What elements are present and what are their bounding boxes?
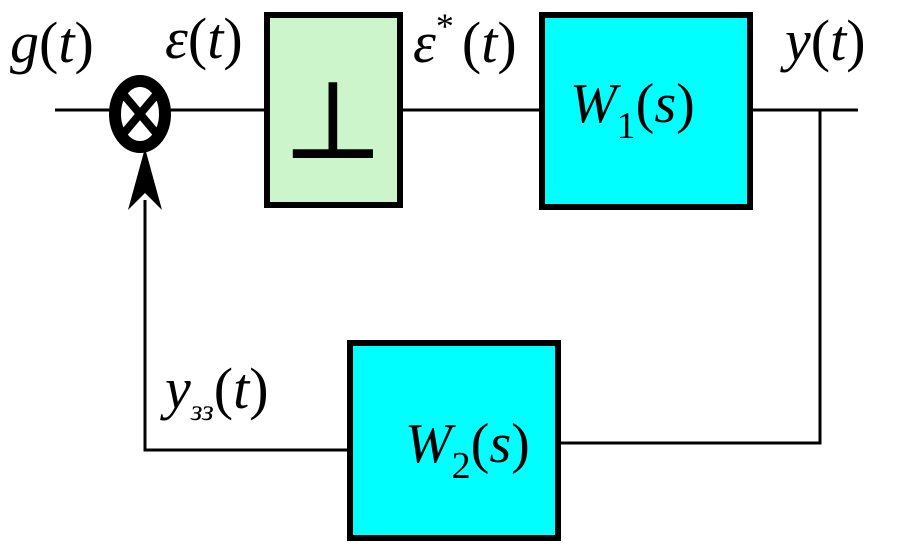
- error-signal-arg: t: [207, 6, 225, 71]
- summing-junction: [109, 75, 171, 153]
- feedback-signal-arg: t: [233, 356, 251, 421]
- feedback-transfer-open-paren: (: [471, 413, 490, 475]
- feedback-transfer-close-paren: ): [511, 413, 530, 475]
- forward-transfer-close-paren: ): [676, 73, 695, 135]
- output-signal-open-paren: (: [811, 8, 830, 73]
- output-feedback-line: [560, 110, 822, 445]
- sampled-error-signal-superscript: *: [436, 6, 454, 46]
- feedback-return-line: [143, 200, 350, 452]
- output-signal-label: y(t): [780, 8, 866, 73]
- impulse-symbol: ⊥: [281, 60, 384, 182]
- feedback-transfer-box: [347, 340, 561, 541]
- forward-transfer-arg: s: [654, 73, 676, 135]
- feedback-signal-open-paren: (: [214, 356, 233, 421]
- input-signal-open-paren: (: [39, 10, 58, 75]
- impulse-element-box: [264, 12, 403, 208]
- feedback-transfer-subscript: 2: [452, 445, 471, 487]
- input-signal-label: g(t): [10, 10, 94, 75]
- feedback-transfer-name: W: [405, 413, 456, 475]
- forward-transfer-name: W: [570, 73, 621, 135]
- output-signal-close-paren: ): [846, 8, 865, 73]
- input-signal-arg: t: [58, 10, 76, 75]
- forward-transfer-label: W1(s): [570, 73, 695, 147]
- sampled-error-signal-arg: t: [481, 10, 499, 75]
- feedback-transfer-block: W2(s): [347, 340, 561, 541]
- forward-transfer-block: W1(s): [539, 12, 753, 210]
- signal-lines: [55, 108, 858, 452]
- feedback-signal-close-paren: ): [249, 356, 268, 421]
- feedback-signal-subscript: зз: [190, 394, 214, 427]
- forward-transfer-subscript: 1: [617, 105, 636, 147]
- input-signal-close-paren: ): [74, 10, 93, 75]
- feedback-signal-label: yзз(t): [160, 356, 269, 427]
- sampled-error-signal-close-paren: ): [497, 10, 516, 75]
- feedback-transfer-arg: s: [489, 413, 511, 475]
- output-signal-arg: t: [830, 8, 848, 73]
- sampled-error-signal-name: ε: [413, 10, 436, 75]
- impulse-element-block: ⊥: [264, 12, 403, 208]
- sampled-error-signal-open-paren: (: [462, 10, 481, 75]
- forward-transfer-open-paren: (: [636, 73, 655, 135]
- error-signal-close-paren: ): [223, 6, 242, 71]
- feedback-transfer-label: W2(s): [405, 413, 530, 487]
- error-signal-name: ε: [165, 6, 188, 71]
- output-signal-name: y: [780, 8, 811, 73]
- input-signal-name: g: [10, 10, 39, 75]
- error-signal-open-paren: (: [188, 6, 207, 71]
- feedback-arrowhead: [128, 148, 162, 210]
- forward-transfer-box: [539, 12, 753, 210]
- summing-junction-cross: [120, 92, 160, 136]
- error-signal-label: ε(t): [165, 6, 243, 71]
- sampled-error-signal-label: ε*(t): [413, 6, 517, 75]
- feedback-signal-name: y: [160, 356, 191, 421]
